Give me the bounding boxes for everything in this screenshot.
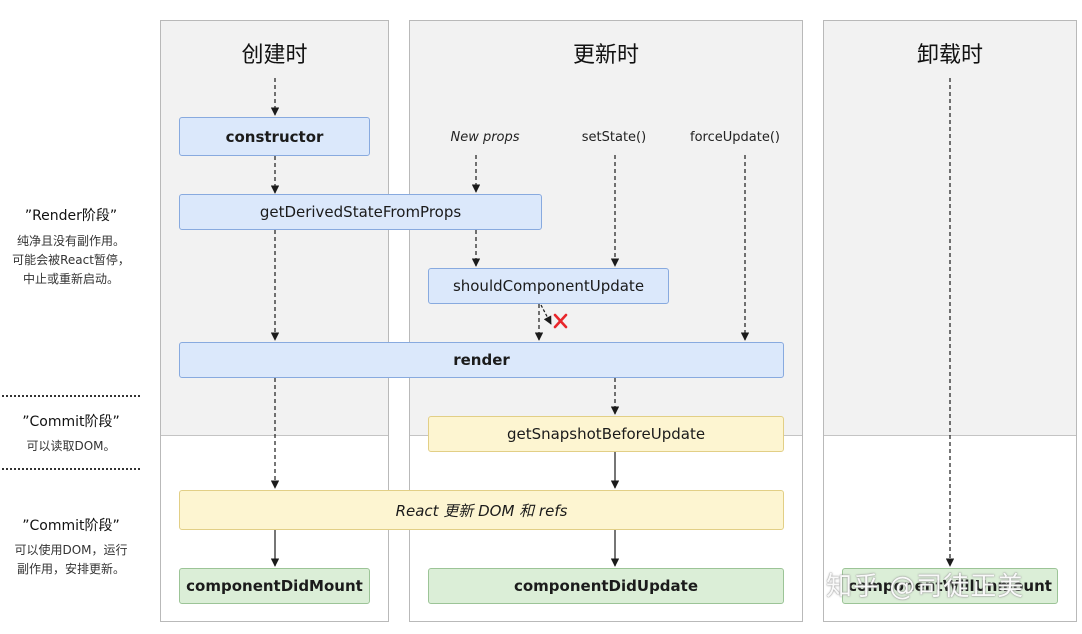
watermark: 知乎 @司徒正美 — [826, 572, 1025, 602]
new-props-label: New props — [450, 130, 520, 145]
get-derived-state-box: getDerivedStateFromProps — [179, 194, 542, 230]
should-update-box: shouldComponentUpdate — [428, 268, 669, 304]
commit-phase-title: ”Commit阶段” — [22, 518, 120, 534]
render-phase-title: ”Render阶段” — [24, 208, 118, 224]
did-mount-box: componentDidMount — [179, 568, 370, 604]
phase-divider — [2, 468, 140, 470]
render-phase-desc-1: 纯净且没有副作用。 — [16, 234, 125, 248]
pre-commit-phase-title: ”Commit阶段” — [22, 414, 120, 430]
pre-commit-phase-desc: 可以读取DOM。 — [26, 439, 116, 453]
force-update-label: forceUpdate() — [690, 130, 780, 145]
arrow-should-cancel — [540, 304, 552, 325]
unmount-column-title: 卸载时 — [916, 43, 983, 68]
did-update-box: componentDidUpdate — [428, 568, 784, 604]
phase-divider — [2, 395, 140, 397]
mount-column-title: 创建时 — [241, 43, 308, 68]
render-phase-desc-2: 可能会被React暂停， — [12, 253, 130, 267]
render-phase-desc-3: 中止或重新启动。 — [22, 272, 119, 286]
cross-icon — [553, 313, 568, 329]
constructor-box: constructor — [179, 117, 370, 156]
will-unmount-box: componentWillUnmount — [842, 568, 1058, 604]
react-update-dom-box: React 更新 DOM 和 refs — [179, 490, 784, 530]
commit-phase-desc-2: 副作用，安排更新。 — [16, 562, 125, 576]
set-state-label: setState() — [581, 130, 647, 145]
render-box: render — [179, 342, 784, 378]
get-snapshot-box: getSnapshotBeforeUpdate — [428, 416, 784, 452]
commit-phase-desc-1: 可以使用DOM，运行 — [14, 543, 128, 557]
update-column-title: 更新时 — [572, 43, 639, 68]
